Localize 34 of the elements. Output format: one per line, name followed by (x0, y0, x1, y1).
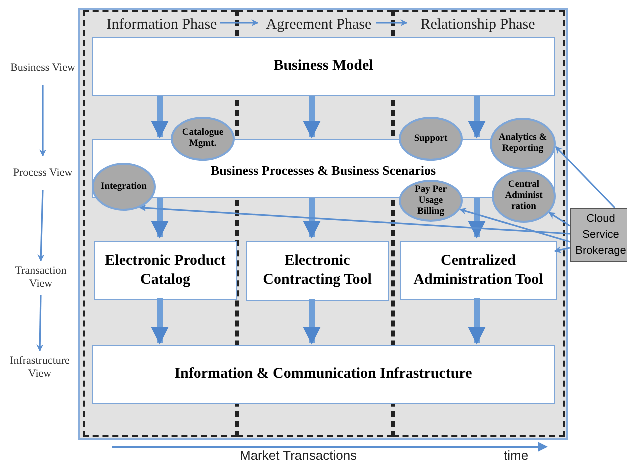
view-label: Transaction View (3, 263, 79, 293)
layer-box: Information & Communication Infrastructure (92, 345, 555, 404)
arrow (40, 85, 46, 157)
arrow (36, 294, 44, 352)
layer-box: Business Model (92, 37, 555, 96)
block-arrow (303, 299, 321, 345)
axis-label: Market Transactions (240, 448, 358, 463)
view-label: Infrastructure View (0, 353, 80, 383)
arrow (376, 20, 408, 26)
phase-heading: Relationship Phase (409, 14, 547, 36)
block-arrow (151, 96, 169, 139)
arrow (548, 212, 570, 227)
block-arrow (468, 298, 486, 345)
block-arrow (151, 298, 169, 345)
tool-box: Electronic Product Catalog (94, 241, 237, 300)
brokerage-box: Cloud Service Brokerage (570, 208, 627, 262)
view-label: Business View (8, 53, 78, 83)
phase-heading: Agreement Phase (260, 14, 378, 36)
block-arrow (468, 96, 486, 139)
axis-label: time (504, 448, 529, 463)
view-label: Process View (8, 158, 78, 188)
arrow (220, 20, 259, 26)
block-arrow (468, 198, 486, 239)
tool-box: Electronic Contracting Tool (246, 241, 389, 301)
tool-box: Centralized Administration Tool (400, 241, 557, 300)
arrow (555, 146, 616, 209)
arrow (38, 190, 45, 262)
block-arrow (303, 96, 321, 139)
block-arrow (303, 198, 321, 239)
arrow (139, 204, 570, 235)
arrow (554, 246, 570, 254)
phase-heading: Information Phase (102, 14, 222, 36)
arrow (460, 208, 570, 243)
block-arrow (151, 198, 169, 239)
